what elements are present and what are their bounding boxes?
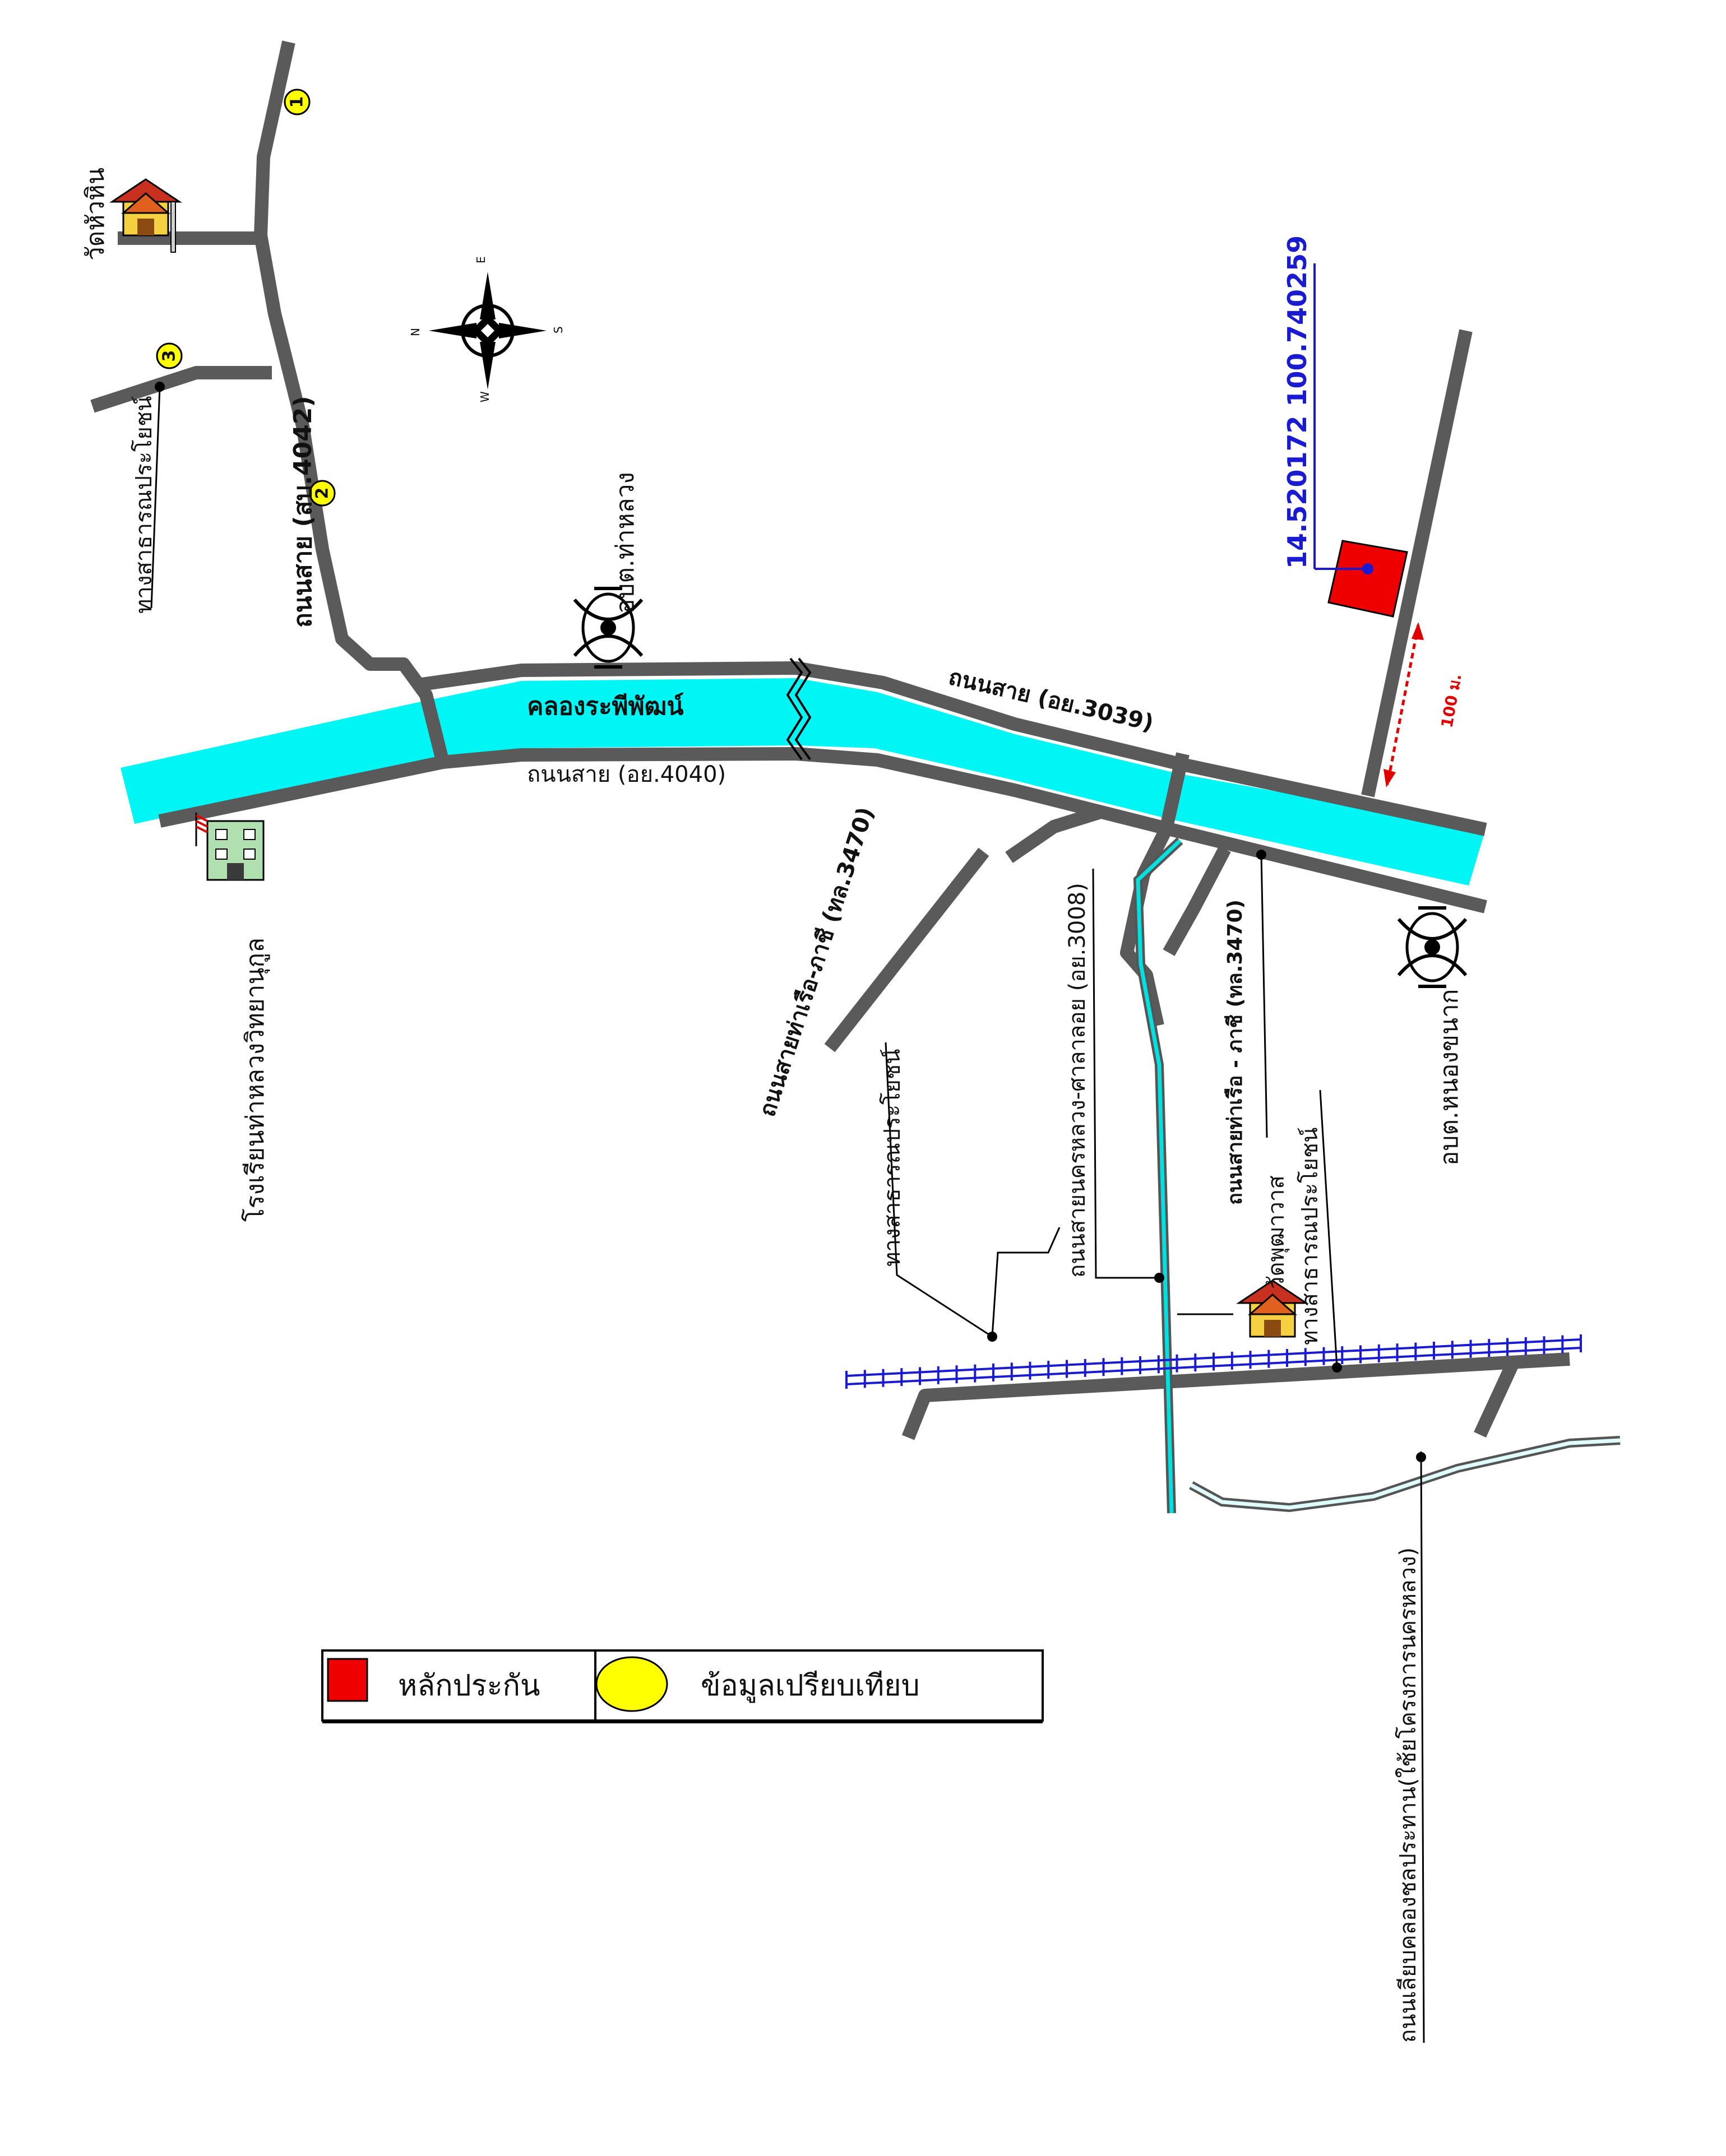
school-label: โรงเรียนท่าหลวงวิทยานุกูล xyxy=(241,938,270,1222)
public-way-right-label: ทางสาธารณประโยชน์ xyxy=(1297,1128,1323,1345)
road-3008-label: ถนนสายนครหลวง-ศาลาลอย (อย.3008) xyxy=(1065,883,1090,1278)
road-to-marker-3 xyxy=(90,366,272,413)
comparison-marker-3: 3 xyxy=(156,342,183,369)
canal-road-label: ถนนเลียบคลองชลประทาน(ใช้ยโครงการนครหลวง) xyxy=(1395,1547,1421,2043)
road-branch-left xyxy=(1005,806,1101,863)
obt-tha-luang-label: อบต.ท่าหลวง xyxy=(611,472,640,614)
public-way-mid-label: ทางสาธารณประโยชน์ xyxy=(880,1049,905,1267)
school-icon xyxy=(195,813,265,881)
comparison-marker-2: 2 xyxy=(309,480,336,507)
legend-comparison-swatch xyxy=(595,1656,668,1712)
canal-break-mark xyxy=(786,657,803,761)
road-to-property xyxy=(1361,329,1473,798)
roads xyxy=(90,40,1570,1440)
canal-break-mark xyxy=(794,657,812,761)
canal-bank-south xyxy=(158,747,1487,914)
railway xyxy=(845,1334,1582,1389)
leader-lines xyxy=(150,382,1426,2043)
temple-icon xyxy=(1236,1279,1309,1338)
legend-collateral-label: หลักประกัน xyxy=(398,1669,540,1703)
compass-rose: E N S W xyxy=(409,256,565,402)
obt-nong-khanak-label: อบต.หนองขนาก xyxy=(1435,989,1464,1166)
legend: หลักประกัน ข้อมูลเปรียบเทียบ xyxy=(321,1649,1044,1723)
comparison-marker-1: 1 xyxy=(284,89,311,115)
compass-e: E xyxy=(474,256,488,263)
road-3470-right-label: ถนนสายท่าเรือ - ภาชี (ทล.3470) xyxy=(1224,900,1247,1205)
compass-w: W xyxy=(478,391,492,402)
legend-comparison-label: ข้อมูลเปรียบเทียบ xyxy=(701,1669,920,1703)
temple-icon xyxy=(109,178,182,253)
road-3470-left-label: ถนนสายท่าเรือ-ภาชี (ทล.3470) xyxy=(755,804,879,1120)
road-4040-label: ถนนสาย (อย.4040) xyxy=(527,762,726,787)
wat-phutthawat-label: วัดพุฒาวาส xyxy=(1264,1175,1290,1289)
comparison-markers: 1 2 3 xyxy=(156,89,336,507)
canal-name-label: คลองระพีพัฒน์ xyxy=(527,692,684,721)
canal xyxy=(121,657,1487,914)
road-4042 xyxy=(254,40,450,764)
road-south xyxy=(901,1352,1570,1440)
legend-collateral-swatch xyxy=(327,1658,368,1702)
distance-indicator xyxy=(1383,622,1424,787)
canal-body xyxy=(121,678,1486,885)
irrigation-canal xyxy=(1133,837,1621,1514)
map-labels: วัดหัวหิน ทางสาธารณประโยชน์ ถนนสาย (สบ.4… xyxy=(81,168,1464,2043)
road-4042-label: ถนนสาย (สบ.4042) xyxy=(289,396,317,628)
collateral-property xyxy=(1313,263,1408,618)
marker-1-number: 1 xyxy=(288,96,307,108)
garuda-emblem-icon xyxy=(573,587,644,669)
compass-s: S xyxy=(552,326,565,333)
garuda-emblem-icon xyxy=(1397,906,1468,988)
wat-hua-hin-label: วัดหัวหิน xyxy=(81,168,110,261)
road-south-branch xyxy=(1474,1358,1520,1438)
marker-3-number: 3 xyxy=(160,350,179,362)
road-3470-left xyxy=(824,847,989,1053)
public-way-top-label: ทางสาธารณประโยชน์ xyxy=(131,396,157,614)
road-3470-right xyxy=(1163,846,1231,956)
distance-label: 100 ม. xyxy=(1437,673,1465,730)
coordinates-label: 14.520172 100.740259 xyxy=(1282,235,1312,569)
compass-n: N xyxy=(409,328,422,336)
marker-2-number: 2 xyxy=(313,488,332,499)
